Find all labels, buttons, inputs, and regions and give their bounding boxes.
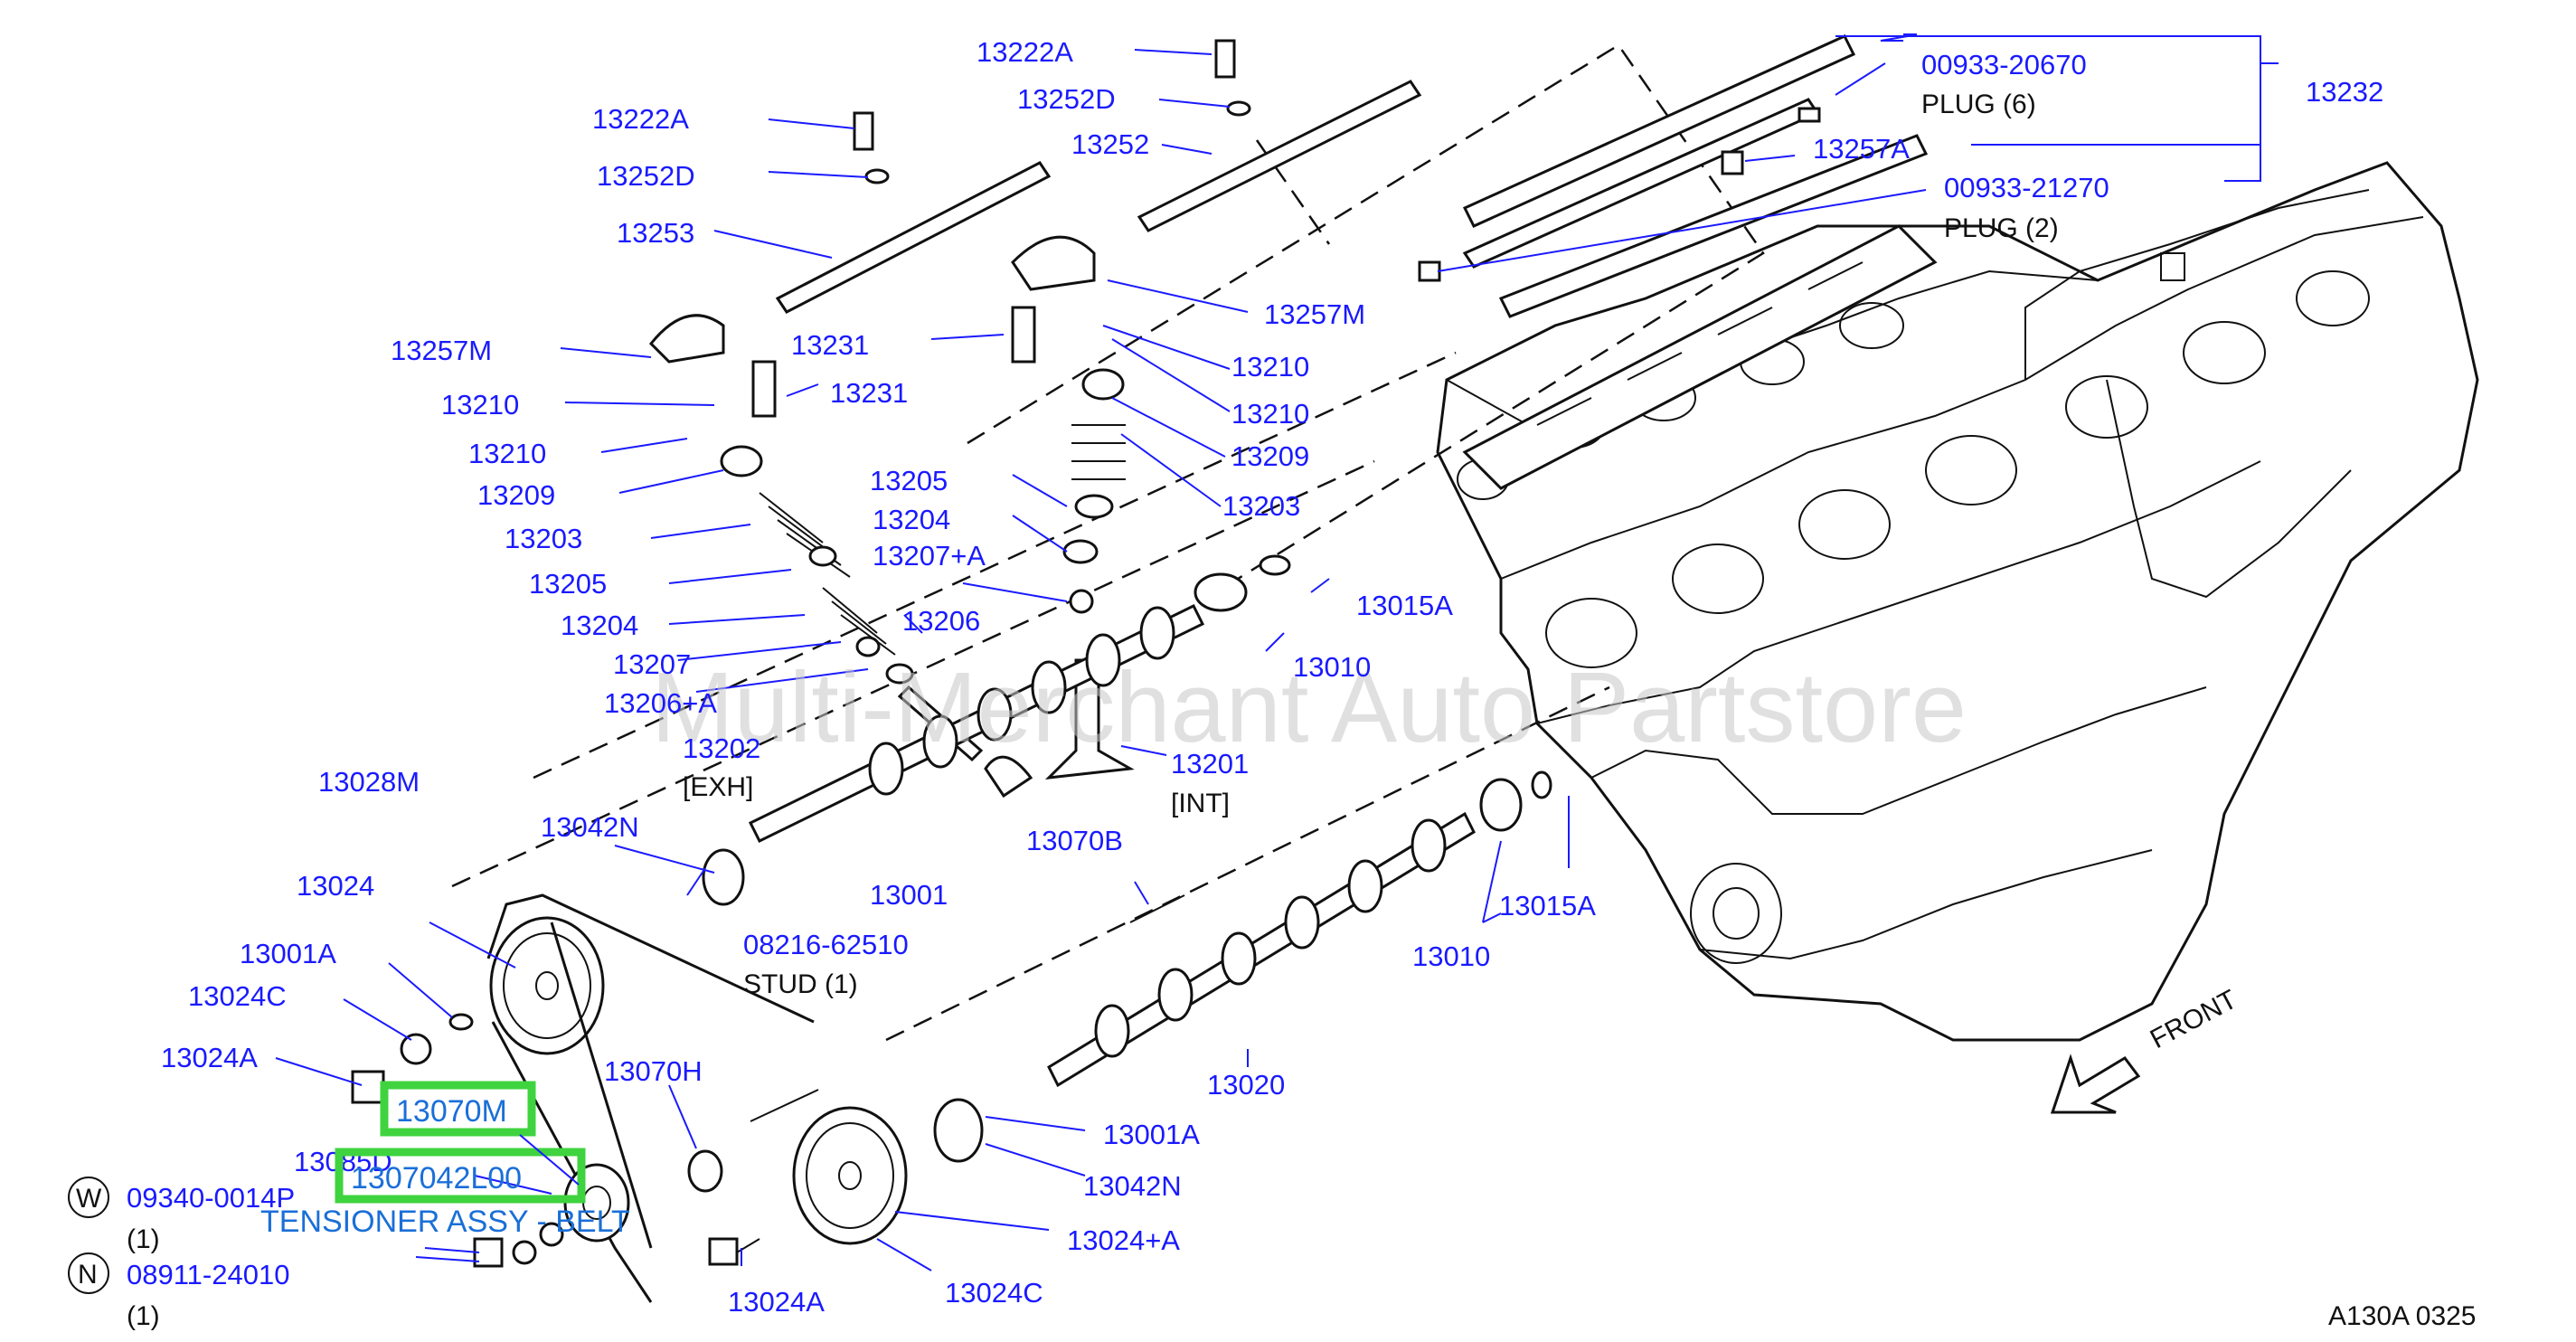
assembly-guide-lines: [451, 43, 1765, 1042]
label-13028M[interactable]: 13028M: [318, 766, 420, 798]
part-labels: 13222A 13252D 13252 13222A 13252D 13253 …: [161, 36, 2383, 1318]
label-13010-bot[interactable]: 13010: [1412, 940, 1490, 972]
label-13252D-left[interactable]: 13252D: [597, 160, 695, 192]
label-13001[interactable]: 13001: [870, 879, 948, 911]
leader-lines: [275, 33, 2279, 1271]
note-exh: [EXH]: [683, 772, 753, 802]
label-13222A-top[interactable]: 13222A: [977, 36, 1073, 68]
symbol-w: W: [76, 1184, 102, 1214]
diagram-code: A130A 0325: [2328, 1301, 2477, 1331]
label-13001A-bot[interactable]: 13001A: [1103, 1119, 1200, 1150]
label-13205-mid[interactable]: 13205: [870, 465, 948, 496]
label-13203-right[interactable]: 13203: [1222, 490, 1300, 522]
label-13070B[interactable]: 13070B: [1026, 825, 1123, 856]
label-13070M[interactable]: 13070M: [396, 1094, 507, 1129]
label-13015A-bot[interactable]: 13015A: [1499, 890, 1596, 921]
label-08911-24010[interactable]: 08911-24010: [127, 1259, 289, 1290]
label-13203-left[interactable]: 13203: [505, 523, 582, 554]
note-plug2: PLUG (2): [1944, 213, 2059, 243]
label-13205-left[interactable]: 13205: [529, 568, 607, 600]
label-13231-b[interactable]: 13231: [830, 377, 908, 409]
label-13207A[interactable]: 13207+A: [873, 540, 986, 572]
watermark: Multi-Merchant Auto Partstore: [651, 652, 1967, 763]
front-label: FRONT: [2146, 985, 2242, 1055]
symbol-n: N: [78, 1260, 98, 1290]
label-09340-0014P[interactable]: 09340-0014P: [127, 1182, 295, 1214]
label-tensioner-assy[interactable]: TENSIONER ASSY - BELT: [260, 1205, 630, 1239]
label-13001A-left[interactable]: 13001A: [240, 938, 336, 969]
highlighted-tensioner: 13070M 1307042L00 TENSIONER ASSY - BELT: [260, 1081, 630, 1239]
label-1307042L00[interactable]: 1307042L00: [351, 1161, 522, 1196]
label-13204-left[interactable]: 13204: [561, 610, 638, 641]
label-13202[interactable]: 13202: [683, 732, 760, 764]
label-13253[interactable]: 13253: [617, 217, 694, 249]
label-13070H[interactable]: 13070H: [604, 1055, 703, 1087]
label-13257M-right[interactable]: 13257M: [1264, 298, 1365, 330]
label-13209-right[interactable]: 13209: [1231, 440, 1309, 472]
label-00933-21270[interactable]: 00933-21270: [1944, 172, 2109, 203]
label-13210-d[interactable]: 13210: [1231, 398, 1309, 430]
timing-belt-assembly: [351, 893, 1185, 1303]
standard-part-callouts: W 09340-0014P (1) N 08911-24010 (1): [68, 1177, 480, 1331]
label-13042N-top[interactable]: 13042N: [541, 811, 639, 843]
label-13207[interactable]: 13207: [613, 648, 691, 680]
note-plug6: PLUG (6): [1921, 90, 2036, 119]
label-13204-mid[interactable]: 13204: [873, 504, 950, 535]
label-13210-c[interactable]: 13210: [1231, 351, 1309, 383]
label-13257M-left[interactable]: 13257M: [391, 335, 492, 366]
label-13252[interactable]: 13252: [1071, 128, 1149, 160]
highlight-box-13070M[interactable]: [380, 1081, 536, 1137]
label-13222A-left[interactable]: 13222A: [592, 103, 689, 135]
label-13232[interactable]: 13232: [2306, 76, 2383, 108]
label-13231-a[interactable]: 13231: [791, 329, 869, 361]
label-13252D-top[interactable]: 13252D: [1017, 83, 1116, 115]
label-13206[interactable]: 13206: [902, 605, 980, 637]
label-13257A[interactable]: 13257A: [1813, 133, 1910, 165]
camshaft-bracket: [1462, 224, 1938, 490]
label-13024C-left[interactable]: 13024C: [188, 980, 287, 1012]
qty-w: (1): [127, 1224, 160, 1254]
valve-train-parts: [648, 235, 1135, 799]
front-arrow: FRONT: [2050, 985, 2242, 1114]
label-13210-a[interactable]: 13210: [441, 389, 519, 421]
note-int: [INT]: [1171, 789, 1230, 818]
label-13024A-left[interactable]: 13024A: [161, 1042, 258, 1073]
label-13020[interactable]: 13020: [1207, 1069, 1285, 1101]
rocker-shafts: [775, 34, 1929, 318]
label-13210-b[interactable]: 13210: [468, 438, 546, 469]
label-13024C-bot[interactable]: 13024C: [945, 1277, 1043, 1309]
label-13010-top[interactable]: 13010: [1293, 651, 1371, 683]
label-13024plusA[interactable]: 13024+A: [1067, 1224, 1180, 1256]
label-13042N-bot[interactable]: 13042N: [1083, 1170, 1182, 1202]
label-00933-20670[interactable]: 00933-20670: [1921, 49, 2087, 80]
qty-n: (1): [127, 1301, 160, 1331]
camshafts: [702, 554, 1552, 1163]
label-13015A-top[interactable]: 13015A: [1356, 590, 1453, 621]
label-13024A-bot[interactable]: 13024A: [728, 1286, 825, 1318]
label-13206A[interactable]: 13206+A: [604, 687, 717, 719]
label-13201[interactable]: 13201: [1171, 748, 1249, 780]
label-13209-left[interactable]: 13209: [477, 479, 555, 511]
note-stud: STUD (1): [743, 969, 858, 999]
label-08216-62510[interactable]: 08216-62510: [743, 929, 909, 960]
highlight-box-1307042L00[interactable]: [335, 1148, 586, 1204]
label-13024[interactable]: 13024: [297, 870, 374, 902]
